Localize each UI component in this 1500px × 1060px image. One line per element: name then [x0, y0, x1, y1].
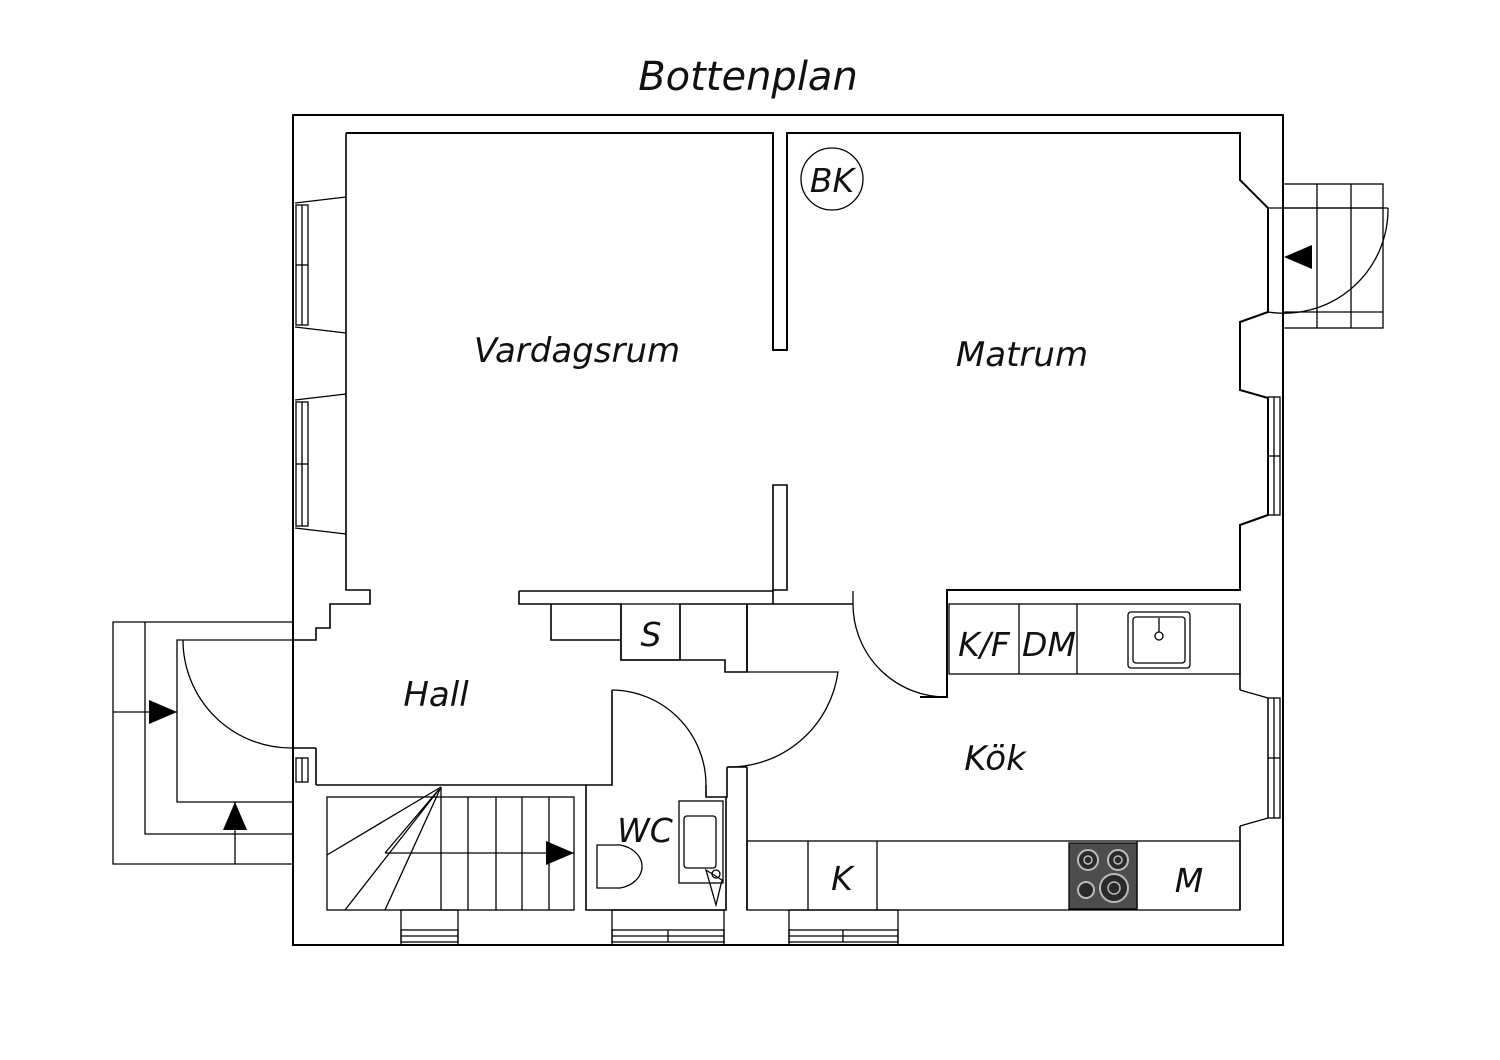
fixture-label-s: S	[641, 615, 662, 654]
room-label-vardagsrum: Vardagsrum	[474, 331, 680, 371]
window-left-2	[294, 393, 347, 535]
storage-s	[620, 603, 681, 661]
fixture-label-m: M	[1175, 861, 1203, 900]
entry-arrow-icon-left	[149, 700, 177, 724]
partition-wall-lower	[772, 484, 788, 591]
window-hall-left	[295, 757, 309, 783]
room-label-matrum: Matrum	[956, 335, 1088, 375]
entry-arrow-icon	[1284, 245, 1312, 269]
window-bottom-1	[400, 909, 459, 946]
toilet-icon	[596, 844, 643, 889]
window-right-matrum	[1267, 396, 1281, 516]
bk-circle	[800, 147, 864, 211]
fixture-label-k: K	[831, 859, 855, 898]
sink-icon	[1127, 611, 1191, 669]
door-swing-hall-kitchen	[726, 671, 839, 768]
fixture-label-kf: K/F	[958, 625, 1011, 664]
room-label-kok: Kök	[964, 739, 1027, 779]
window-bottom-2	[611, 909, 725, 946]
plan-title: Bottenplan	[638, 54, 858, 100]
door-swing-kitchen	[852, 591, 948, 698]
entrance-steps-left	[112, 621, 294, 865]
room-label-hall: Hall	[403, 675, 469, 715]
fixture-label-bk: BK	[810, 161, 857, 200]
window-right-kok	[1239, 604, 1281, 910]
wc-sink-icon	[678, 800, 724, 908]
fixture-label-dm: DM	[1022, 625, 1076, 664]
hall-lower-wall	[293, 747, 586, 786]
window-left-1	[294, 196, 347, 334]
entrance-steps-right	[1267, 183, 1389, 329]
inner-wall-top	[346, 132, 1269, 698]
window-bottom-3	[788, 909, 899, 946]
room-label-wc: WC	[617, 811, 673, 850]
kitchen-left-wall	[705, 604, 748, 910]
stair-arrow-icon	[546, 841, 574, 865]
staircase	[326, 786, 575, 911]
vardagsrum-left-wall	[293, 133, 371, 641]
wc-walls	[585, 689, 727, 911]
stove-icon	[1068, 842, 1138, 910]
entry-arrow-icon-up	[223, 802, 247, 830]
